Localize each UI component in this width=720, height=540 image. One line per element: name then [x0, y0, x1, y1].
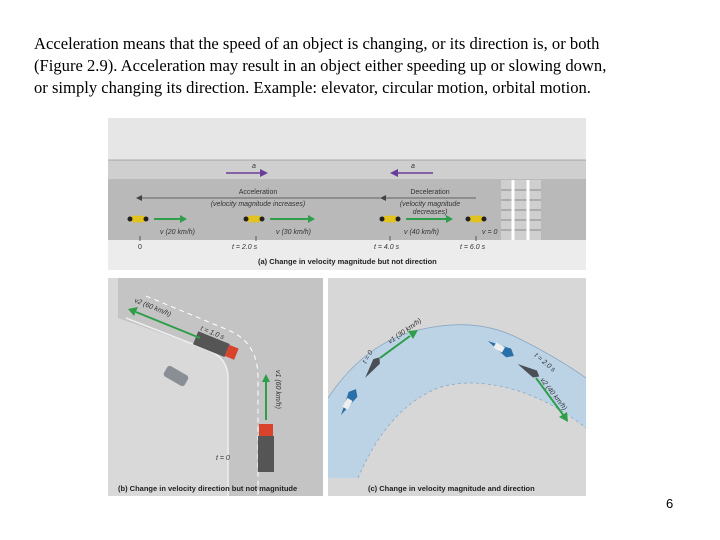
- velocity-label: v = 0: [482, 229, 497, 236]
- time-label: t = 0: [216, 455, 230, 462]
- velocity-label: v1 (60 km/h): [274, 370, 281, 409]
- truck-icon: [192, 331, 239, 360]
- velocity-arrow: [535, 377, 565, 417]
- figure-b-caption: (b) Change in velocity direction but not…: [118, 484, 297, 493]
- velocity-arrow: [135, 311, 201, 339]
- deceleration-label: Deceleration: [410, 189, 449, 196]
- time-label: t = 2.0 s: [232, 244, 258, 251]
- cyclist-icon: [127, 215, 149, 223]
- figure-c-illustration: v1 (30 km/h) t = 0 t = 2.0 s v2 (40 km/h…: [328, 278, 586, 496]
- paragraph-line: Acceleration means that the speed of an …: [34, 34, 600, 53]
- figure-c-panel: v1 (30 km/h) t = 0 t = 2.0 s v2 (40 km/h…: [328, 278, 586, 496]
- figure-c-caption: (c) Change in velocity magnitude and dir…: [368, 484, 535, 493]
- cyclist-icon: [243, 215, 265, 223]
- figure-a-caption: (a) Change in velocity magnitude but not…: [258, 257, 437, 266]
- road-band: [108, 160, 586, 180]
- figure-b-panel: v2 (60 km/h) t = 1.0 s v1 (60 km/h) t = …: [108, 278, 323, 496]
- paragraph-line: or simply changing its direction. Exampl…: [34, 78, 591, 97]
- time-label: 0: [138, 244, 142, 251]
- river: [328, 324, 586, 478]
- car-icon: [163, 365, 189, 387]
- figure-a-illustration: a a Acceleration (velocity magnitude inc…: [108, 118, 586, 270]
- boat-icon: [487, 341, 514, 358]
- cyclist-icon: [465, 215, 487, 223]
- boat-icon: [517, 364, 540, 378]
- paragraph-line: (Figure 2.9). Acceleration may result in…: [34, 56, 607, 75]
- velocity-label: v (30 km/h): [276, 229, 311, 236]
- boat-icon: [341, 389, 358, 416]
- velocity-label: v (20 km/h): [160, 229, 195, 236]
- acceleration-label: Acceleration: [239, 189, 278, 196]
- deceleration-note-1: (velocity magnitude: [400, 201, 460, 208]
- cyclist-icon: [379, 215, 401, 223]
- body-paragraph: Acceleration means that the speed of an …: [34, 33, 694, 99]
- velocity-arrow: [379, 335, 411, 359]
- figure-a-panel: a a Acceleration (velocity magnitude inc…: [108, 118, 586, 270]
- boat-icon: [365, 357, 380, 378]
- time-label: t = 6.0 s: [460, 244, 486, 251]
- acceleration-note: (velocity magnitude increases): [211, 201, 306, 208]
- decel-vector-label: a: [411, 163, 415, 170]
- velocity-label: v (40 km/h): [404, 229, 439, 236]
- figure-b-illustration: v2 (60 km/h) t = 1.0 s v1 (60 km/h) t = …: [108, 278, 323, 496]
- page-number: 6: [666, 496, 674, 511]
- deceleration-note-2: decreases): [413, 209, 448, 216]
- time-label: t = 4.0 s: [374, 244, 400, 251]
- truck-icon: [258, 424, 274, 472]
- accel-vector-label: a: [252, 163, 256, 170]
